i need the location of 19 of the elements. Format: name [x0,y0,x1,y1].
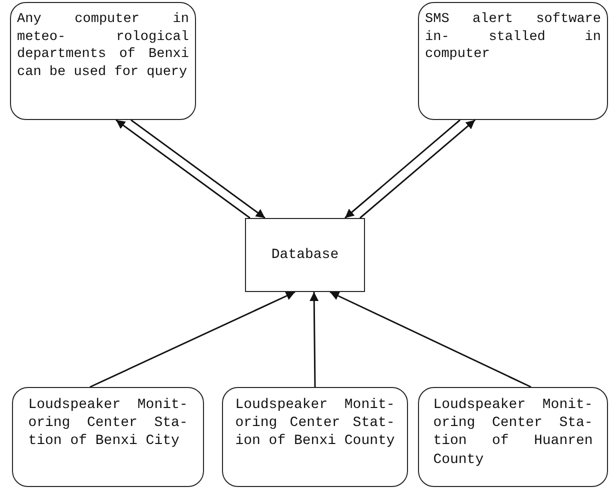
arrow [90,291,296,388]
arrow [344,119,460,219]
rounded-box [418,2,608,120]
arrow [116,119,250,219]
rounded-box [222,387,408,487]
node-text: SMS alert software in- stalled in computer [425,11,601,64]
rounded-box [10,2,196,120]
node-text: Loudspeaker Monit- oring Center Sta- tion of Benxi City [28,396,188,451]
arrow [130,119,266,219]
process-box [245,218,365,292]
rounded-box [418,387,608,487]
node-text: Loudspeaker Monit- oring Center Stat- ion of Benxi County [235,396,395,451]
arrow [310,292,319,387]
node-text: Any computer in meteo- rological departments of Benxi can be used for query [17,11,189,82]
rounded-box [12,387,204,487]
node-text: Database [271,246,339,264]
arrow [330,291,532,388]
arrow [360,119,476,219]
node-text: Loudspeaker Monit- oring Center Sta- tion of Huanren County [433,396,593,469]
